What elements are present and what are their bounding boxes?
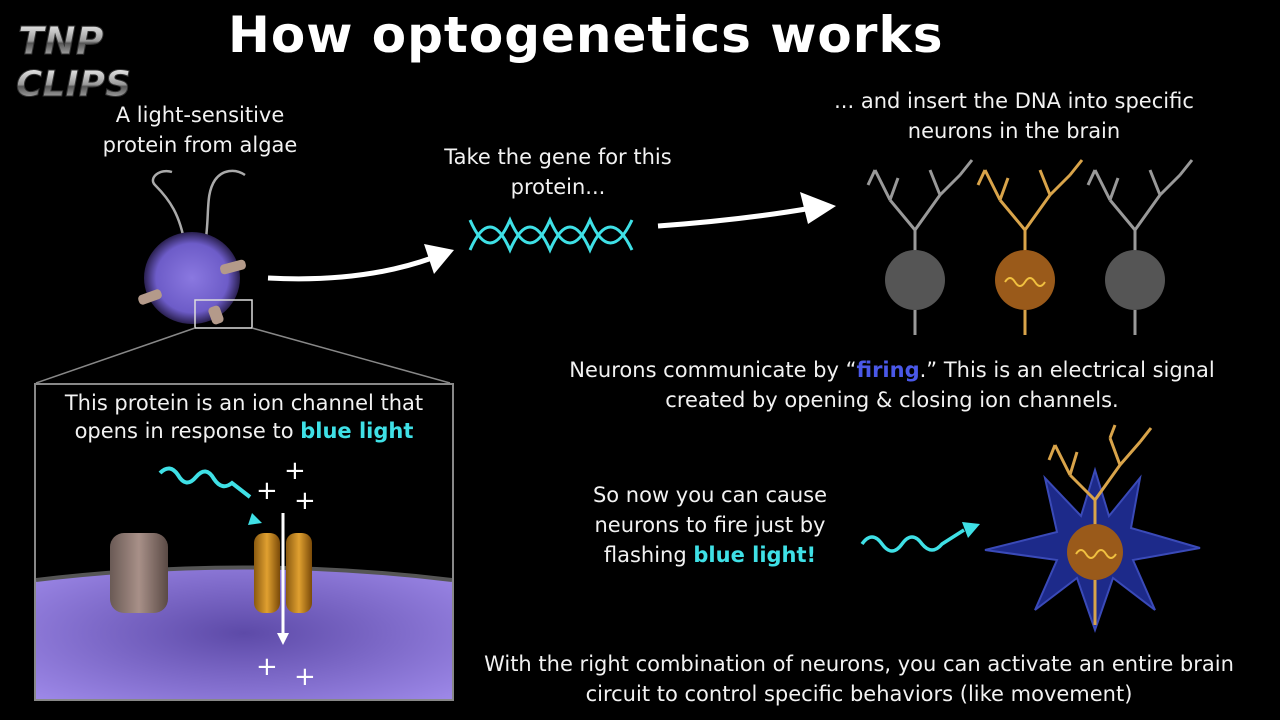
channel-stub <box>138 289 162 305</box>
svg-text:+: + <box>294 486 316 516</box>
svg-text:+: + <box>256 476 278 506</box>
open-channel-left <box>254 533 280 613</box>
firing-description: Neurons communicate by “firing.” This is… <box>526 355 1258 415</box>
blue-light-wave <box>158 466 252 499</box>
svg-text:+: + <box>284 456 306 486</box>
neuron-grey-right <box>1086 159 1194 335</box>
inset-caption-text: This protein is an ion channel that open… <box>64 391 424 443</box>
neuron-gold-center <box>976 159 1084 335</box>
open-channel-right <box>286 533 312 613</box>
zoom-lines <box>0 320 460 390</box>
page-title: How optogenetics works <box>228 6 944 64</box>
arrow-to-neurons <box>652 184 842 234</box>
dna-insert-label: ... and insert the DNA into specific neu… <box>834 89 1194 143</box>
arrow-to-gene <box>262 228 462 298</box>
channel-stub <box>220 259 246 275</box>
flash-text-pre: So now you can cause neurons to fire jus… <box>592 483 828 567</box>
algae-cell <box>144 232 240 324</box>
flagellum-left <box>151 169 187 246</box>
blue-light-squiggle <box>858 514 982 560</box>
inset-caption-highlight: blue light <box>300 419 414 443</box>
svg-text:+: + <box>294 662 316 692</box>
logo: TNP CLIPS <box>14 18 164 105</box>
dna-helix <box>466 210 642 260</box>
logo-line1: TNP <box>18 19 104 63</box>
plus-ions: + + + + + <box>256 456 316 692</box>
logo-line2: CLIPS <box>16 64 131 104</box>
algae-label: A light-sensitive protein from algae <box>102 103 298 157</box>
inset-caption: This protein is an ion channel that open… <box>40 389 448 445</box>
firing-text-post: .” This is an electrical signal created … <box>665 358 1215 412</box>
flash-description: So now you can cause neurons to fire jus… <box>560 480 860 570</box>
channel-stub <box>208 305 224 325</box>
zoom-box <box>194 299 253 329</box>
closed-channel <box>110 533 168 613</box>
firing-highlight: firing <box>856 358 920 382</box>
gene-label: Take the gene for this protein... <box>444 145 672 199</box>
svg-text:+: + <box>256 652 278 682</box>
flagellum-right <box>203 169 246 246</box>
ion-channel-inset: This protein is an ion channel that open… <box>34 383 454 701</box>
flash-highlight: blue light! <box>693 543 817 567</box>
cell-membrane <box>36 567 452 699</box>
neurons-group <box>860 150 1200 340</box>
circuit-description: With the right combination of neurons, y… <box>484 652 1234 706</box>
neuron-grey-left <box>866 159 974 335</box>
algae-cell-illustration <box>110 160 310 340</box>
firing-text-pre: Neurons communicate by “ <box>569 358 857 382</box>
firing-neuron <box>975 420 1215 635</box>
